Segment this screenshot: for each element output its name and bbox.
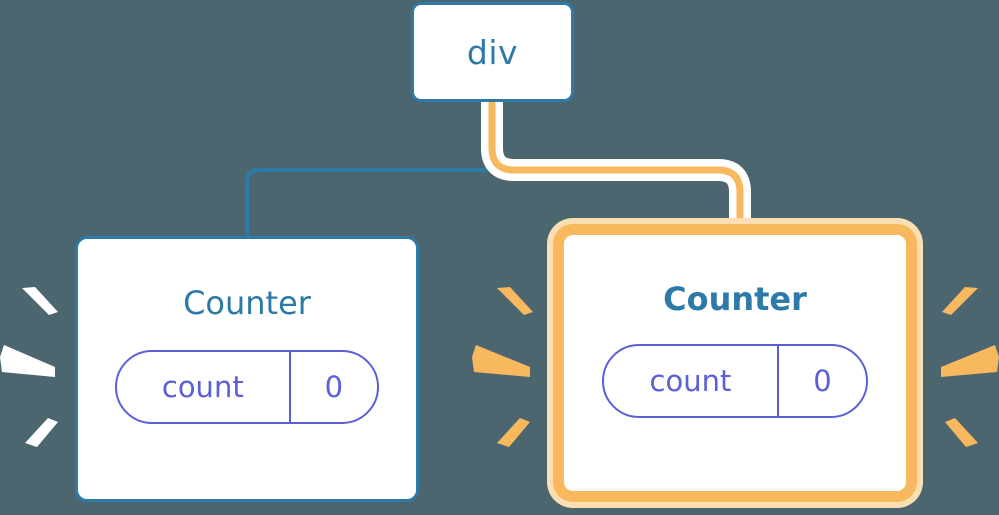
- node-counter-left-label: Counter: [183, 284, 311, 322]
- node-counter-right-highlight-glow: Counter count 0: [547, 218, 923, 508]
- sparkle-icon: [945, 418, 978, 447]
- state-key: count: [117, 352, 291, 422]
- node-counter-right-label: Counter: [663, 280, 807, 318]
- node-div[interactable]: div: [411, 2, 574, 102]
- sparkle-icon: [25, 418, 58, 447]
- state-value: 0: [324, 369, 344, 404]
- sparkle-icon: [497, 418, 530, 447]
- state-badge-counter-left: count 0: [115, 350, 379, 424]
- sparkle-burst-left: [0, 287, 58, 447]
- node-counter-right[interactable]: Counter count 0: [553, 224, 917, 502]
- sparkle-icon: [497, 287, 533, 315]
- sparkle-icon: [472, 345, 530, 377]
- node-counter-left[interactable]: Counter count 0: [75, 236, 419, 502]
- state-value: 0: [813, 363, 832, 398]
- sparkle-icon: [942, 287, 978, 315]
- state-badge-counter-right: count 0: [602, 344, 868, 418]
- sparkle-icon: [0, 345, 55, 377]
- sparkle-burst-center: [472, 287, 533, 447]
- sparkle-burst-right: [941, 287, 999, 447]
- edge-div-to-counter-left: [245, 100, 494, 238]
- sparkle-icon: [941, 345, 999, 377]
- sparkle-icon: [22, 287, 58, 315]
- node-div-label: div: [466, 32, 519, 72]
- state-key: count: [604, 346, 779, 416]
